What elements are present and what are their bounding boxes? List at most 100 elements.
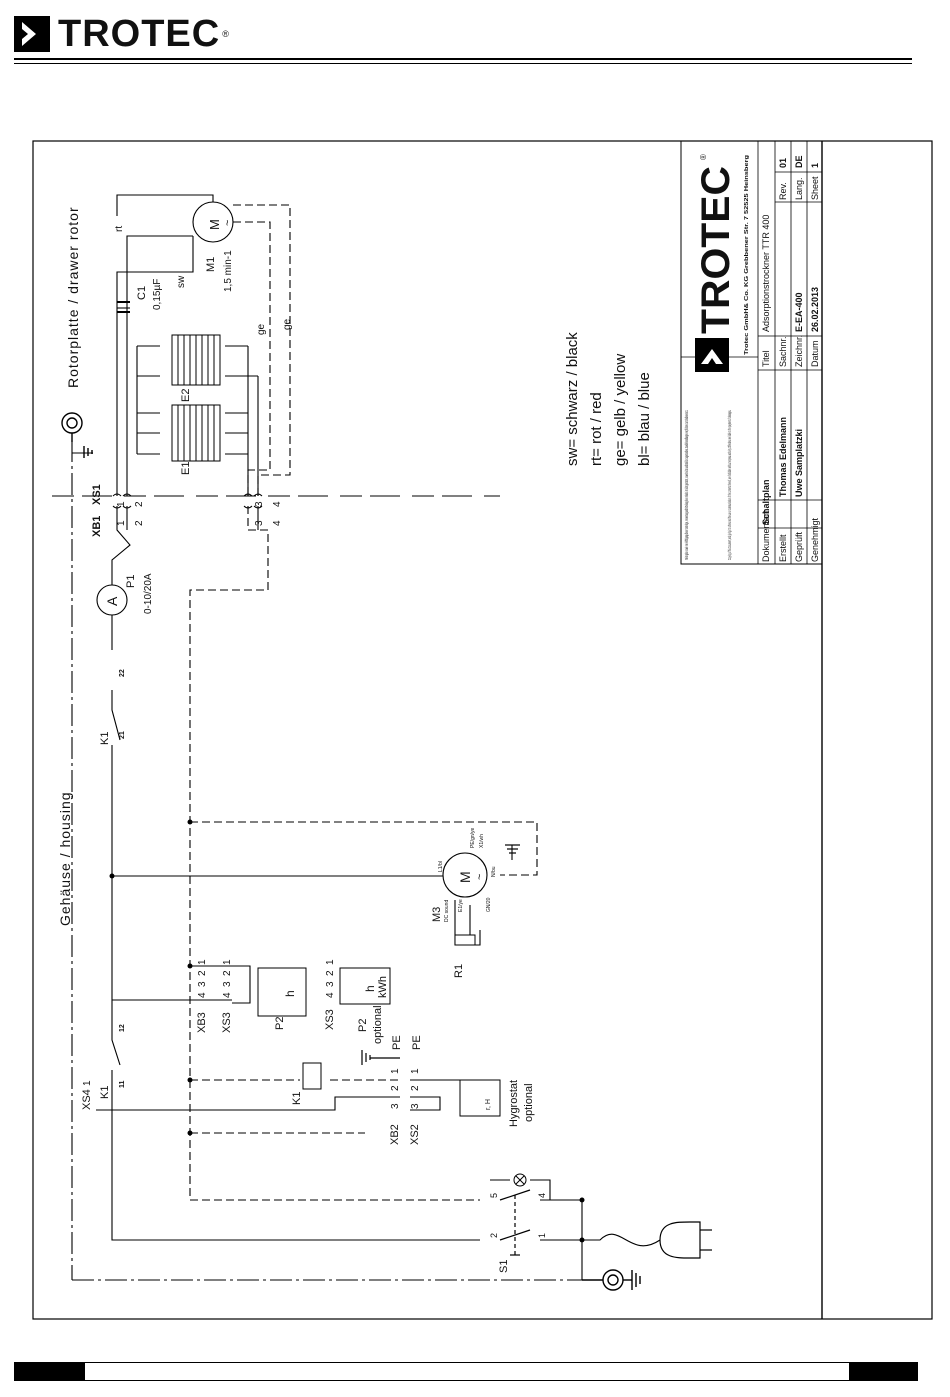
k1-top-label: K1 <box>99 732 111 745</box>
title-block: Weitergabe sowie Vervielfältigung dieser… <box>680 140 823 565</box>
xs1-pin-3: 3 <box>254 501 265 507</box>
xb1-label: XB1 <box>91 516 103 537</box>
tb-value-zeichnr: E-EA-400 <box>794 292 804 332</box>
m3-t5: E1/ye <box>458 899 464 912</box>
tb-label-sheet: Sheet <box>810 176 820 200</box>
m3-t4: N/bu <box>491 866 497 877</box>
rotor-wiring <box>116 194 291 496</box>
tb-value-title: Adsorptionstrockner TTR 400 <box>761 215 771 332</box>
p1-label: P1 <box>125 575 137 588</box>
junction-dot <box>187 963 193 969</box>
title-note-en: Copying of this Document, and giving it … <box>727 410 732 560</box>
pe-pin-1b: 1 <box>410 1068 421 1074</box>
header-rule <box>14 58 912 60</box>
heater-e2-icon <box>171 334 221 386</box>
m1-label: M1 <box>205 257 217 272</box>
p2b-symbol: h <box>363 985 377 992</box>
tb-label-sachnr: Sachnr. <box>778 336 788 367</box>
tb-value-lang: DE <box>794 155 804 168</box>
m1-tilde: ~ <box>222 220 234 226</box>
hy-pin-2a: 2 <box>390 1085 401 1091</box>
k1-top-21: 21 <box>119 731 126 739</box>
title-logo: TROTEC ® <box>694 154 738 372</box>
junction-dot <box>187 1077 193 1083</box>
page-header: TROTEC ® <box>0 0 950 70</box>
xb3-pin-4: 4 <box>197 992 208 998</box>
tb-label-lang: Lang. <box>794 177 804 200</box>
m3-t6: GN/20 <box>486 897 492 912</box>
relay-coil-k1-icon <box>302 1062 322 1090</box>
k1-mid-label: K1 <box>99 1086 111 1099</box>
hygro-note: optional <box>523 1083 535 1122</box>
tb-label-zeichnr: Zeichnr. <box>794 335 804 367</box>
k1-coil-label: K1 <box>291 1092 303 1105</box>
tb-value-created: Thomas Edelmann <box>778 417 788 497</box>
title-note-de: Weitergabe sowie Vervielfältigung dieser… <box>684 410 689 560</box>
title-logo-text: TROTEC <box>694 166 738 334</box>
p2b-label: P2 <box>357 1019 369 1032</box>
registered-mark: ® <box>222 29 229 39</box>
m3-symbol: M <box>457 871 473 883</box>
junction-dot <box>109 873 115 879</box>
m3-t2: PE/gn/ye <box>470 827 476 848</box>
tb-value-checked: Uwe Samplatzki <box>794 429 804 497</box>
xs1-pin-1: 1 <box>116 501 127 507</box>
brand-logo: TROTEC ® <box>14 14 229 54</box>
k1-mid-11: 11 <box>119 1080 126 1088</box>
r1-label: R1 <box>453 964 465 978</box>
xs3-pin-3: 3 <box>222 981 233 987</box>
hygro-title: Hygrostat <box>508 1080 520 1127</box>
tb-label-rev: Rev. <box>778 182 788 200</box>
p1-range: 0-10/20A <box>143 573 154 614</box>
junction-dot <box>579 1197 585 1203</box>
page-footer <box>14 1362 918 1381</box>
xs4-label: XS4 <box>81 1089 93 1110</box>
title-logo-reg: ® <box>699 154 708 160</box>
xb1-pin-3: 3 <box>254 520 265 526</box>
ground-icon-pe <box>361 1050 400 1065</box>
xs3b-pin-3: 3 <box>325 981 336 987</box>
legend-line-4: bl= blau / blue <box>636 372 653 466</box>
lamp-icon <box>513 1173 527 1187</box>
xb1-pin-4: 4 <box>272 520 283 526</box>
xb3-pin-2: 2 <box>197 970 208 976</box>
xs3b-label: XS3 <box>324 1009 336 1030</box>
s1-pin-4: 4 <box>537 1193 547 1198</box>
pe-pin-1a: 1 <box>390 1068 401 1074</box>
legend-line-3: ge= gelb / yellow <box>612 354 629 466</box>
ammeter-p1-icon <box>96 584 128 616</box>
tb-value-doc: Schaltplan <box>761 479 771 525</box>
xs3b-pin-2: 2 <box>325 970 336 976</box>
legend-line-1: sw= schwarz / black <box>564 332 581 466</box>
xs2-label: XS2 <box>409 1124 421 1145</box>
s1-label: S1 <box>498 1260 510 1273</box>
label-housing: Gehäuse / housing <box>57 791 73 926</box>
brand-name: TROTEC <box>58 13 221 55</box>
xs4-pin: 1 <box>82 1080 93 1086</box>
pe-label-2: PE <box>411 1035 423 1050</box>
p2b-note: optional <box>372 1005 384 1044</box>
k1-mid-12: 12 <box>119 1024 126 1032</box>
xs1-label: XS1 <box>91 484 103 505</box>
tb-label-checked: Geprüft <box>794 531 804 562</box>
m3-tilde: ~ <box>474 874 486 880</box>
housing-wiring <box>96 506 661 1280</box>
m3-label: M3 <box>431 907 443 922</box>
xb3-pin-1: 1 <box>197 959 208 965</box>
wire-rt: rt <box>114 226 125 232</box>
tb-label-title: Titel <box>761 350 771 367</box>
xs3-pin-1: 1 <box>222 959 233 965</box>
c1-label: C1 <box>136 286 148 300</box>
energy-meter-p2-optional-icon <box>339 967 391 1005</box>
hour-meter-p2-icon <box>257 967 307 1017</box>
tb-label-created: Erstellt <box>778 534 788 562</box>
xb1-pin-2: 2 <box>134 520 145 526</box>
p1-symbol: A <box>104 596 120 606</box>
hy-pin-2b: 2 <box>410 1085 421 1091</box>
tb-value-datum: 26.02.2013 <box>810 287 820 332</box>
hygrostat-icon <box>459 1079 501 1117</box>
tb-label-doc: Dokumentart <box>761 510 771 562</box>
s1-pin-5: 5 <box>489 1193 499 1198</box>
xs1-pin-2: 2 <box>134 501 145 507</box>
